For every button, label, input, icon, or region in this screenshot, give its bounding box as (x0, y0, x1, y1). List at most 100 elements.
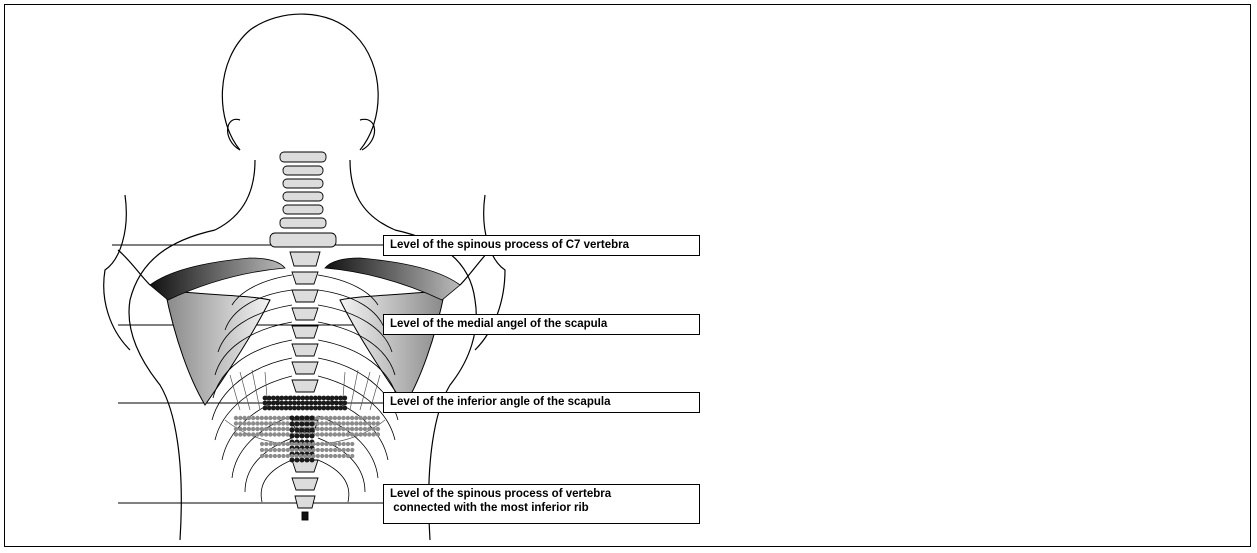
measurement-dot (312, 442, 316, 446)
measurement-dot (359, 432, 363, 436)
measurement-dot (350, 432, 354, 436)
measurement-dot (313, 401, 318, 406)
measurement-dot (264, 427, 268, 431)
measurement-dot (247, 421, 251, 425)
measurement-dot (260, 432, 264, 436)
measurement-dot (310, 416, 315, 421)
measurement-dot (363, 416, 367, 420)
measurement-dot (313, 396, 318, 401)
measurement-dot (328, 432, 332, 436)
measurement-dot (242, 427, 246, 431)
measurement-dot (334, 406, 339, 411)
measurement-dot (263, 406, 268, 411)
measurement-dot (341, 427, 345, 431)
measurement-dot (294, 448, 298, 452)
measurement-dot (238, 416, 242, 420)
measurement-dot (342, 396, 347, 401)
measurement-dot (376, 421, 380, 425)
measurement-dot (329, 448, 333, 452)
measurement-dot (281, 454, 285, 458)
measurement-dot (271, 396, 276, 401)
measurement-dot (267, 401, 272, 406)
measurement-dot (316, 454, 320, 458)
measurement-dot (295, 434, 300, 439)
measurement-dot (251, 427, 255, 431)
measurement-dot (234, 427, 238, 431)
measurement-dot (303, 442, 307, 446)
measurement-dot (310, 434, 315, 439)
measurement-dot (263, 396, 268, 401)
measurement-dot (324, 442, 328, 446)
measurement-dot (300, 434, 305, 439)
measurement-dot (321, 401, 326, 406)
measurement-dot (371, 427, 375, 431)
measurement-dot (326, 396, 331, 401)
measurement-dot (309, 401, 314, 406)
measurement-dot (333, 432, 337, 436)
measurement-dot (295, 416, 300, 421)
label-medial-angle-level: Level of the medial angel of the scapula (383, 314, 700, 335)
measurement-dot (284, 406, 289, 411)
measurement-dot (290, 442, 294, 446)
measurement-dot (324, 448, 328, 452)
measurement-dot (267, 396, 272, 401)
measurement-dot (263, 401, 268, 406)
measurement-dot (354, 427, 358, 431)
measurement-dot (333, 454, 337, 458)
measurement-dot (234, 432, 238, 436)
measurement-dot (275, 401, 280, 406)
measurement-dot (290, 454, 294, 458)
measurement-dot (354, 416, 358, 420)
measurement-dot (305, 434, 310, 439)
measurement-dot (299, 448, 303, 452)
measurement-dot (281, 416, 285, 420)
measurement-dot (310, 458, 315, 463)
measurement-dot (329, 454, 333, 458)
measurement-dot (260, 416, 264, 420)
measurement-dot (350, 416, 354, 420)
measurement-dot (307, 442, 311, 446)
measurement-dot (290, 434, 295, 439)
measurement-dot (333, 421, 337, 425)
measurement-dot (346, 421, 350, 425)
measurement-dot (268, 427, 272, 431)
measurement-dot (273, 421, 277, 425)
measurement-dot (303, 448, 307, 452)
measurement-dot (305, 401, 310, 406)
measurement-dot (350, 448, 354, 452)
measurement-dot (255, 432, 259, 436)
measurement-dot (238, 432, 242, 436)
measurement-dot (324, 421, 328, 425)
measurement-dot (338, 401, 343, 406)
measurement-dot (275, 396, 280, 401)
measurement-dot (279, 401, 284, 406)
measurement-dot (324, 432, 328, 436)
measurement-dot (296, 396, 301, 401)
measurement-dot (269, 454, 273, 458)
measurement-dot (317, 406, 322, 411)
measurement-dot (264, 442, 268, 446)
measurement-dot (359, 421, 363, 425)
measurement-dot (320, 432, 324, 436)
measurement-dot (264, 454, 268, 458)
measurement-dot (281, 427, 285, 431)
measurement-dot (264, 448, 268, 452)
measurement-dot (350, 427, 354, 431)
measurement-dot (299, 454, 303, 458)
measurement-dot (317, 396, 322, 401)
measurement-dot (275, 406, 280, 411)
measurement-dot (313, 406, 318, 411)
measurement-dot (324, 416, 328, 420)
measurement-dot (338, 396, 343, 401)
measurement-dot (277, 421, 281, 425)
measurement-dot (320, 442, 324, 446)
measurement-dot (341, 416, 345, 420)
measurement-dot (342, 454, 346, 458)
measurement-dot (328, 427, 332, 431)
measurement-dot (371, 416, 375, 420)
measurement-dot (316, 432, 320, 436)
measurement-dot (309, 396, 314, 401)
measurement-dot (316, 416, 320, 420)
measurement-dot (285, 416, 289, 420)
